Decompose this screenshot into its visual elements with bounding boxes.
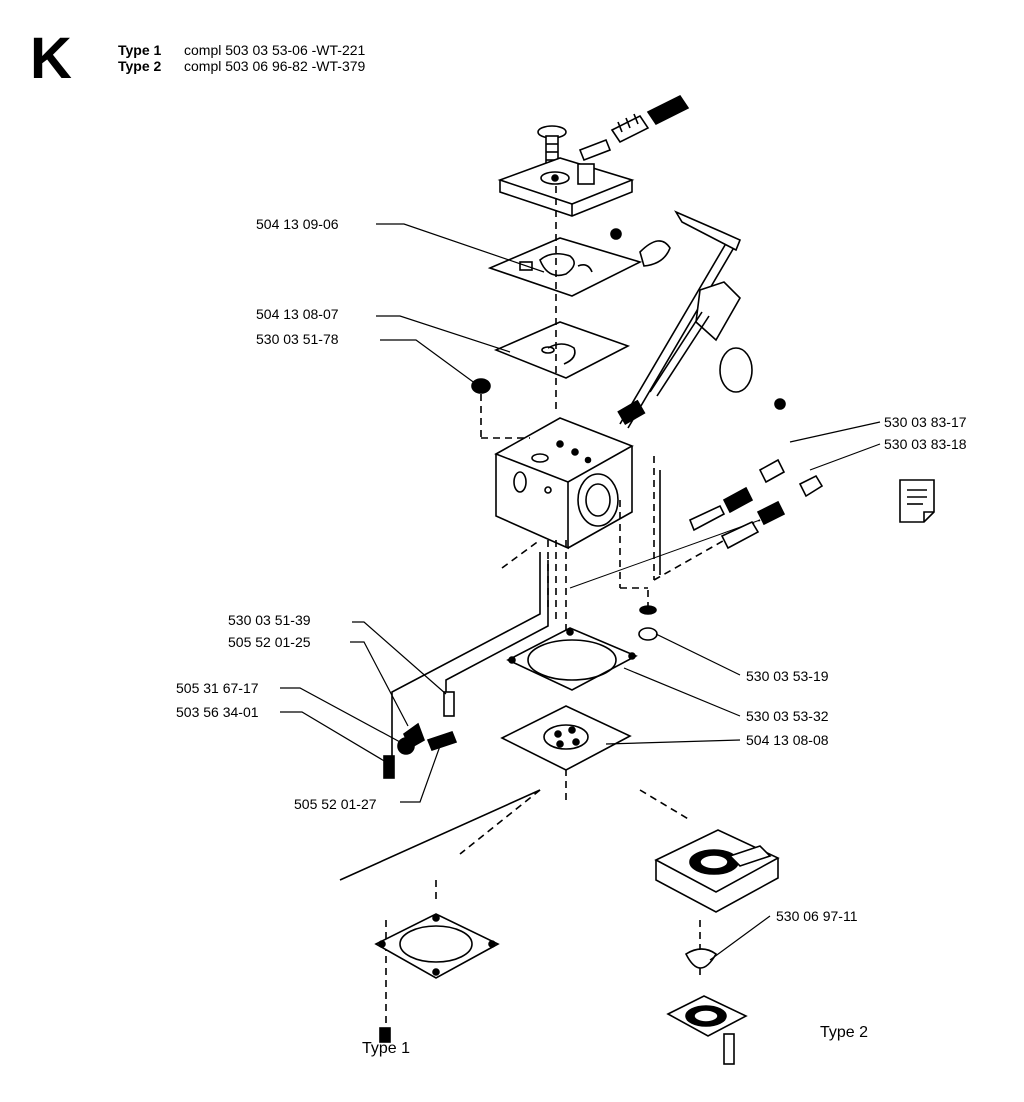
part-label-504-13-08-08: 504 13 08-08: [746, 732, 829, 748]
type2-valve-cap: [684, 948, 718, 969]
type-line-1-type: Type 1: [118, 42, 162, 58]
screw-503-56-34-01: [383, 755, 395, 779]
type-line-2-type: Type 2: [118, 58, 162, 74]
ball-505-31-67-17: [397, 737, 415, 755]
part-label-503-56-34-01: 503 56 34-01: [176, 704, 259, 720]
part-label-530-03-83-18: 530 03 83-18: [884, 436, 967, 452]
pump-gasket: [506, 627, 638, 691]
part-label-530-06-97-11: 530 06 97-11: [776, 908, 858, 924]
carburettor-body: [494, 417, 634, 550]
screw-530-03-51-39: [443, 691, 455, 717]
type2-pump-housing: [654, 829, 780, 913]
diaphragm-plate: [493, 321, 631, 379]
o-ring-small: [639, 605, 657, 615]
part-label-530-03-51-39: 530 03 51-39: [228, 612, 311, 628]
part-label-505-52-01-27: 505 52 01-27: [294, 796, 377, 812]
part-label-530-03-83-17: 530 03 83-17: [884, 414, 967, 430]
left-connection-lines: [391, 470, 761, 770]
pump-cover: [497, 138, 635, 217]
needle-valve-disc: [471, 378, 491, 394]
section-letter: K: [30, 26, 72, 91]
type1-cover: [374, 913, 500, 979]
type-line-2-desc: compl 503 06 96-82 -WT-379: [184, 58, 366, 74]
pump-diaphragm: [500, 705, 632, 771]
lever-505-52-01-27: [426, 731, 458, 751]
throttle-shaft: [610, 210, 786, 429]
part-label-505-31-67-17: 505 31 67-17: [176, 680, 259, 696]
jet-screws: [688, 458, 824, 550]
part-label-505-52-01-25: 505 52 01-25: [228, 634, 311, 650]
caption-type2: Type 2: [820, 1024, 869, 1041]
part-label-504-13-08-07: 504 13 08-07: [256, 306, 339, 322]
type-line-2: Type 2 compl 503 06 96-82 -WT-379: [118, 58, 365, 74]
washer: [638, 627, 658, 641]
caption-type1: Type 1: [362, 1040, 411, 1057]
note-document-icon[interactable]: [898, 478, 938, 524]
type2-bottom-cover: [666, 995, 748, 1037]
leader-lines: [280, 223, 881, 961]
adjusting-screw-top: [610, 94, 690, 144]
part-label-504-13-09-06: 504 13 09-06: [256, 216, 339, 232]
part-label-530-03-53-32: 530 03 53-32: [746, 708, 829, 724]
gasket-plate: [487, 237, 643, 297]
part-label-530-03-51-78: 530 03 51-78: [256, 331, 339, 347]
assembly-guide-lines: [385, 186, 761, 1040]
type-line-1: Type 1 compl 503 03 53-06 -WT-221: [118, 42, 365, 58]
type1-separator: [339, 789, 541, 881]
type-line-1-desc: compl 503 03 53-06 -WT-221: [184, 42, 366, 58]
top-cover-screw: [537, 125, 567, 167]
part-label-530-03-53-19: 530 03 53-19: [746, 668, 829, 684]
type2-screw: [723, 1033, 735, 1065]
type1-screw: [379, 1027, 391, 1043]
